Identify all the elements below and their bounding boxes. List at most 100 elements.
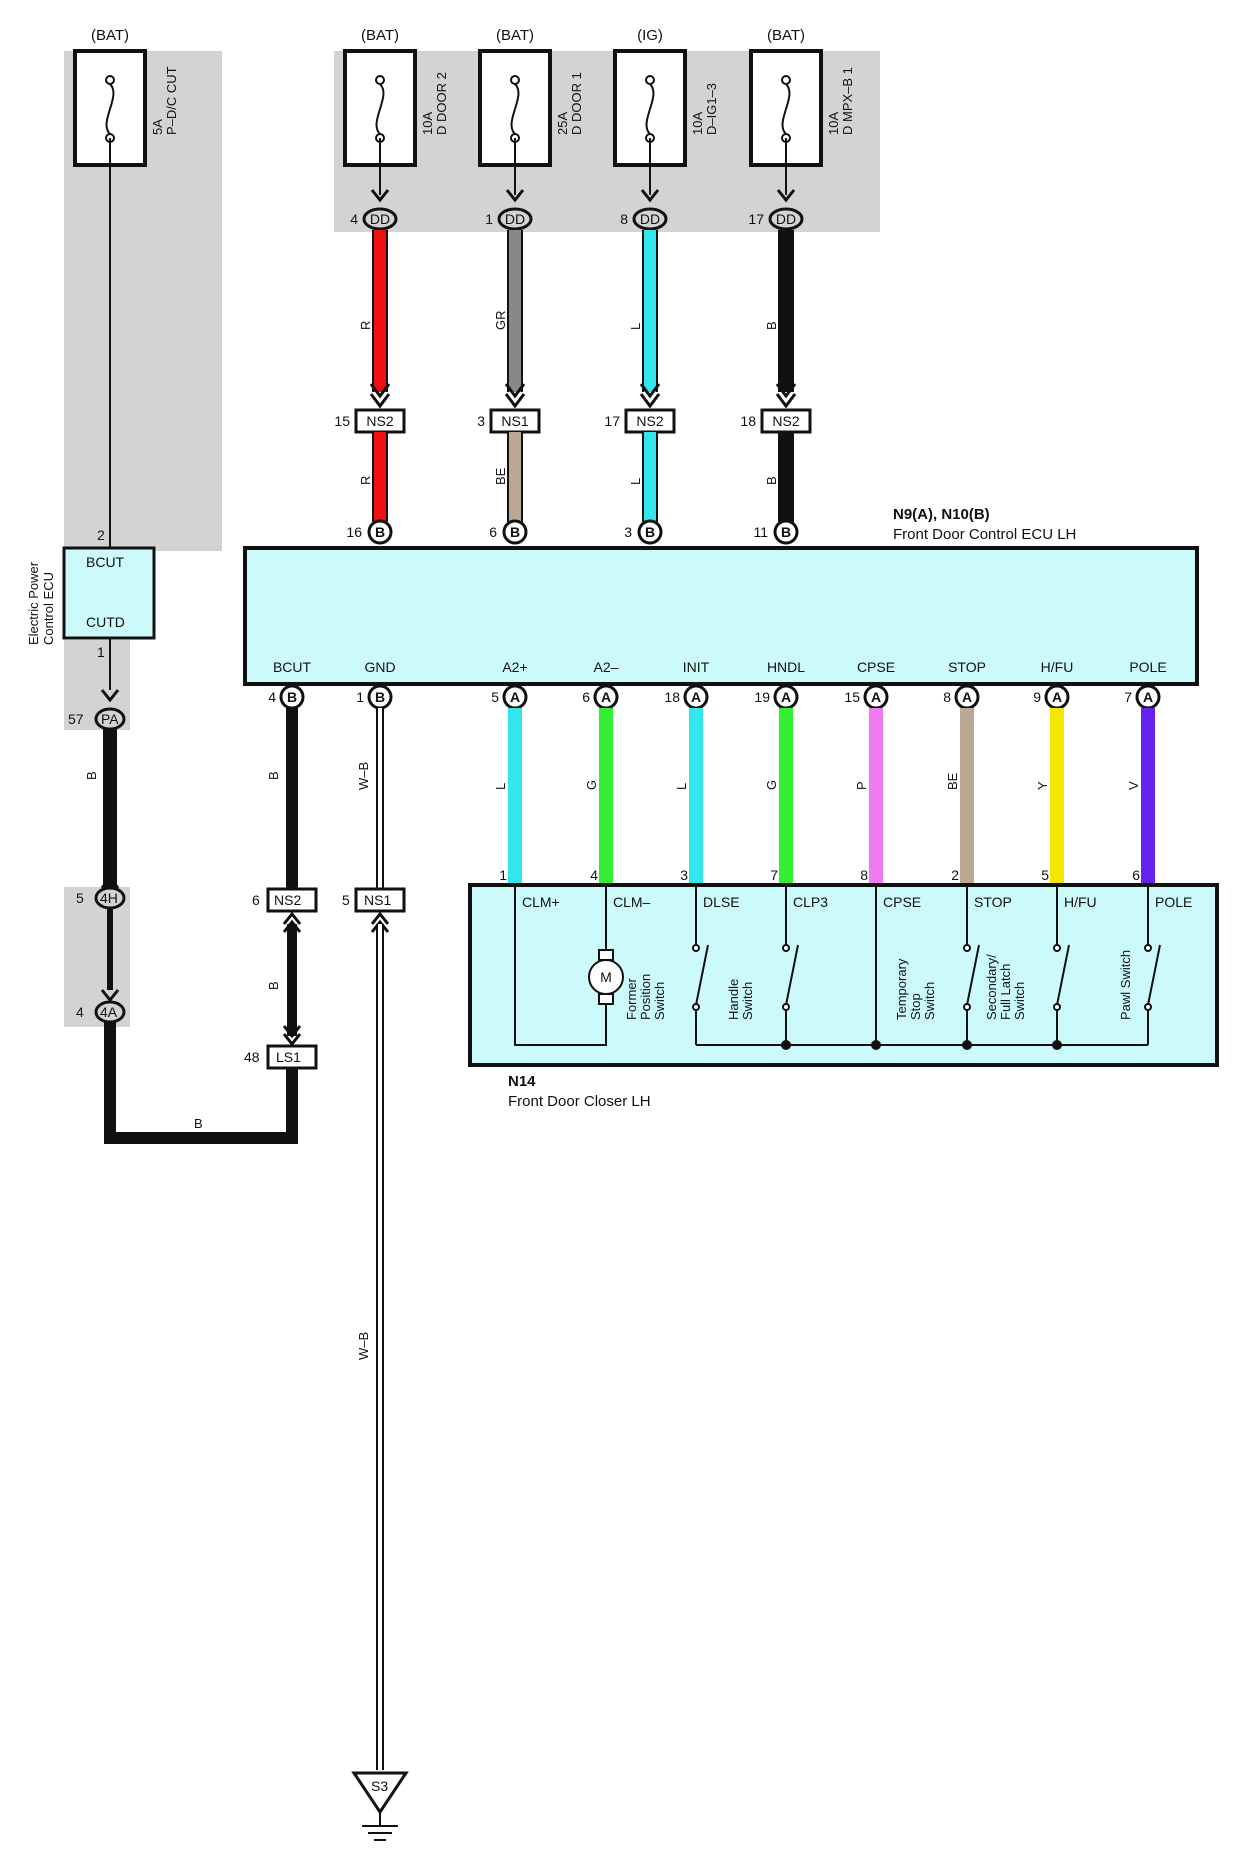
ecu-pin: 11 [753, 524, 768, 540]
power-ecu-label-1: Electric Power [26, 561, 41, 645]
closer-name: Front Door Closer LH [508, 1093, 651, 1110]
ecu-signal: POLE [1129, 659, 1166, 675]
ns-pin: 17 [604, 413, 620, 429]
ns2-bcut-pin: 6 [252, 892, 260, 908]
svg-text:NS2: NS2 [772, 413, 799, 429]
ecu-pin: 19 [754, 689, 770, 705]
closer-terminal-STOP: STOP [974, 894, 1012, 910]
ecu-conn [502, 519, 528, 545]
svg-text:DD: DD [505, 211, 525, 227]
wire-code: GR [493, 311, 508, 331]
ns-pin: 15 [334, 413, 350, 429]
ecu-bottom-pins: BCUTB4GNDB1A2+A5L1A2–A6G4INITA18L3HNDLA1… [268, 659, 1167, 885]
ecu-pin: 3 [624, 524, 632, 540]
wire-code-2: R [358, 476, 373, 485]
ecu-signal: CPSE [857, 659, 895, 675]
svg-text:A: A [1052, 689, 1062, 705]
4h-label: 4H [100, 890, 118, 906]
top-wire-CPUB: DD17BNS218BB11CPUB [740, 138, 812, 567]
svg-text:NS1: NS1 [501, 413, 528, 429]
ls1-label: LS1 [276, 1049, 301, 1065]
fuse-amp: 5A [150, 119, 165, 135]
fuse-name: P–D/C CUT [164, 66, 179, 135]
wire-code-left: B [84, 771, 99, 780]
svg-text:B: B [375, 524, 385, 540]
closer-pin: 8 [860, 867, 868, 883]
pa-pin: 57 [68, 711, 84, 727]
svg-text:Handle: Handle [726, 979, 741, 1020]
svg-text:Switch: Switch [922, 982, 937, 1020]
svg-text:A: A [510, 689, 520, 705]
closer-terminal-H/FU: H/FU [1064, 894, 1097, 910]
svg-text:Temporary: Temporary [894, 958, 909, 1020]
wire-code: L [493, 783, 508, 790]
wire-code: L [628, 323, 643, 330]
bcut-wire-code: B [266, 771, 281, 780]
closer-pin: 4 [590, 867, 598, 883]
ecu-signal: HNDL [767, 659, 805, 675]
pa-label: PA [101, 711, 119, 727]
connector-dd [497, 207, 533, 231]
ecu-pin: 9 [1033, 689, 1041, 705]
svg-text:Secondary/: Secondary/ [984, 954, 999, 1020]
fuse-source: (BAT) [91, 27, 129, 44]
bcut-path: B NS2 6 B LS1 48 [244, 708, 318, 1070]
ecu-pin: 6 [489, 524, 497, 540]
4a-pin: 4 [76, 1004, 84, 1020]
svg-text:Switch: Switch [1012, 982, 1027, 1020]
ecu-signal: INIT [683, 659, 710, 675]
wire-code-2: L [628, 478, 643, 485]
ground-label: S3 [371, 1778, 388, 1794]
closer-id: N14 [508, 1073, 536, 1090]
svg-text:Former: Former [624, 977, 639, 1020]
svg-text:Switch: Switch [740, 982, 755, 1020]
closer-pin: 5 [1041, 867, 1049, 883]
4a-label: 4A [100, 1004, 118, 1020]
closer-pin: 7 [770, 867, 778, 883]
fuse-name: D DOOR 2 [434, 72, 449, 135]
ns-pin: 18 [740, 413, 756, 429]
svg-text:B: B [375, 689, 385, 705]
closer-pin: 3 [680, 867, 688, 883]
ecu-pin: 15 [844, 689, 860, 705]
ecu-conn [367, 519, 393, 545]
wire-code-2: B [764, 476, 779, 485]
wire-code: L [674, 783, 689, 790]
closer-terminal-DLSE: DLSE [703, 894, 740, 910]
svg-text:NS2: NS2 [636, 413, 663, 429]
connector-dd [768, 207, 804, 231]
svg-text:B: B [287, 689, 297, 705]
connector-ns2-bcut [266, 887, 318, 913]
ecu-pin: 4 [268, 689, 276, 705]
power-ecu-pin-top: 2 [97, 527, 105, 543]
wire-code-bottom: B [194, 1116, 203, 1131]
fuse-source: (BAT) [767, 27, 805, 44]
top-wire-BDR: DD1GRNS13BEB6BDR [477, 138, 541, 567]
ecu-pin: 8 [943, 689, 951, 705]
closer-pin: 6 [1132, 867, 1140, 883]
fuse-amp: 25A [555, 112, 570, 135]
svg-text:DD: DD [640, 211, 660, 227]
fuse-source: (BAT) [361, 27, 399, 44]
svg-text:A: A [691, 689, 701, 705]
ground-point-s3 [351, 1771, 409, 1815]
closer-terminal-CLP3: CLP3 [793, 894, 828, 910]
ecu-signal: BCUT [273, 659, 312, 675]
ns1-gnd-label: NS1 [364, 892, 391, 908]
wire-code: BE [945, 772, 960, 790]
ecu-conn [637, 519, 663, 545]
closer-pin: 2 [951, 867, 959, 883]
power-ecu-label-2: Control ECU [41, 572, 56, 645]
ecu-signal: GND [364, 659, 395, 675]
4h-pin: 5 [76, 890, 84, 906]
dd-pin: 1 [485, 211, 493, 227]
ecu-subtitle: Front Door Control ECU LH [893, 526, 1076, 543]
wire-code: P [854, 781, 869, 790]
fuse-amp: 10A [420, 112, 435, 135]
ns-pin: 3 [477, 413, 485, 429]
ecu-pin: 5 [491, 689, 499, 705]
